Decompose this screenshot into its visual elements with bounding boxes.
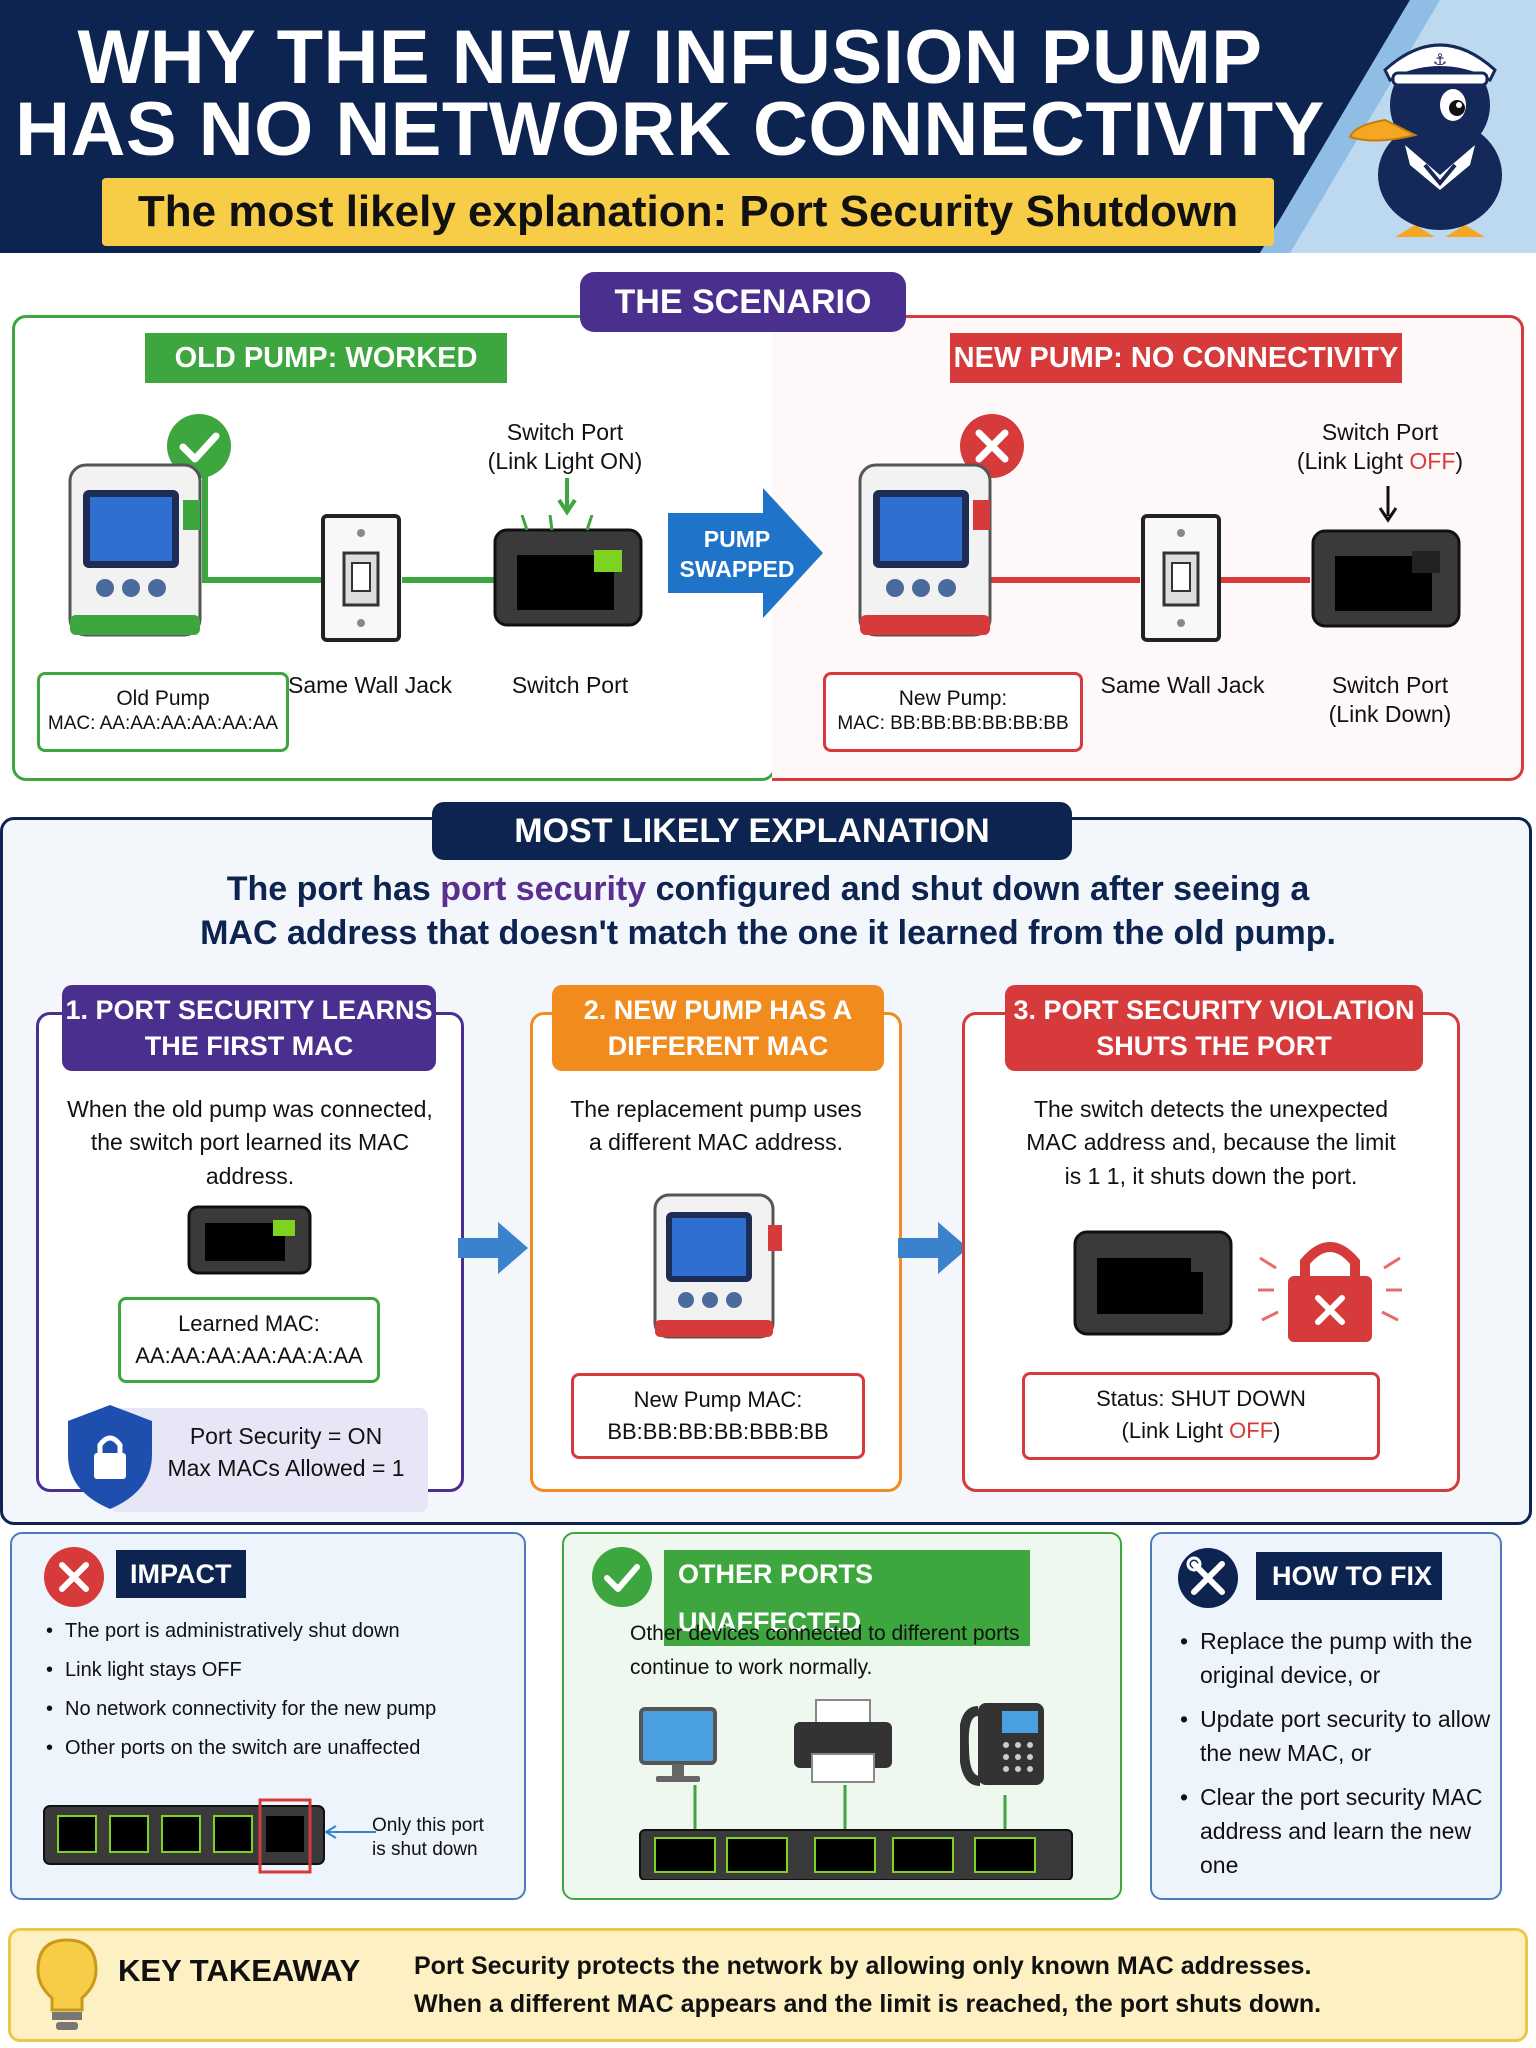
old-wall-jack-label: Same Wall Jack bbox=[287, 672, 453, 698]
port-security-status-box bbox=[110, 1408, 428, 1512]
impact-item: Link light stays OFF bbox=[46, 1651, 516, 1690]
how-to-fix-list: Replace the pump with the original devic… bbox=[1176, 1624, 1492, 1892]
other-ports-check-icon bbox=[592, 1547, 652, 1607]
failure-x-icon bbox=[960, 414, 1024, 478]
page-title-line-1: WHY THE NEW INFUSION PUMP bbox=[77, 15, 1263, 100]
impact-item: Other ports on the switch are unaffected bbox=[46, 1729, 516, 1768]
shield-lock-icon bbox=[68, 1405, 152, 1509]
new-infusion-pump-icon bbox=[858, 463, 992, 637]
step-1-switch-port-icon bbox=[187, 1205, 312, 1275]
step-2-new-pump-icon bbox=[653, 1193, 782, 1339]
fix-item: Update port security to allow the new MA… bbox=[1176, 1702, 1492, 1770]
other-ports-devices-diagram bbox=[639, 1785, 1073, 1880]
switch-port-link-off-icon bbox=[1311, 529, 1461, 628]
new-switch-port-label: Switch Port (Link Light OFF) bbox=[1296, 419, 1464, 474]
explanation-section-title: MOST LIKELY EXPLANATION bbox=[432, 802, 1072, 860]
new-pump-mac: MAC: BB:BB:BB:BB:BB:BB bbox=[837, 713, 1069, 735]
how-to-fix-title: HOW TO FIX bbox=[1256, 1552, 1442, 1600]
success-check-icon bbox=[167, 414, 231, 478]
lightbulb-icon bbox=[36, 1938, 98, 2030]
old-switch-port-bottom-label: Switch Port bbox=[511, 672, 629, 698]
new-pump-title: NEW PUMP: NO CONNECTIVITY bbox=[950, 333, 1402, 383]
key-takeaway-line-2: When a different MAC appears and the lim… bbox=[414, 1990, 1322, 2018]
key-takeaway-line-1: Port Security protects the network by al… bbox=[414, 1952, 1312, 1980]
learned-mac-box: Learned MAC:AA:AA:AA:AA:AA:A:AA bbox=[118, 1297, 380, 1383]
old-pump-mac: MAC: AA:AA:AA:AA:AA:AA bbox=[47, 713, 279, 735]
new-pump-mac-box: New Pump: MAC: BB:BB:BB:BB:BB:BB bbox=[823, 672, 1083, 752]
new-pump-name: New Pump: bbox=[898, 687, 1008, 710]
pump-swapped-arrow-icon bbox=[668, 488, 823, 618]
impact-list: The port is administratively shut down L… bbox=[46, 1612, 516, 1768]
computer-monitor-icon bbox=[639, 1707, 717, 1782]
step-3-switch-port-down-icon bbox=[1073, 1230, 1233, 1336]
fix-item: Replace the pump with the original devic… bbox=[1176, 1624, 1492, 1692]
explanation-headline-line-2: MAC address that doesn't match the one i… bbox=[200, 914, 1336, 952]
desk-phone-icon bbox=[960, 1703, 1044, 1786]
switch-port-link-on-icon bbox=[493, 515, 643, 627]
impact-x-icon bbox=[44, 1547, 104, 1607]
pump-swapped-label: PUMP SWAPPED bbox=[679, 526, 795, 582]
other-ports-title: OTHER PORTS UNAFFECTED bbox=[664, 1550, 1030, 1646]
new-switch-port-bottom-label: Switch Port (Link Down) bbox=[1328, 672, 1452, 727]
explanation-headline-line-1: The port has port security configured an… bbox=[226, 870, 1310, 908]
new-arrow-down-icon bbox=[1378, 486, 1398, 523]
new-wall-jack-label: Same Wall Jack bbox=[1100, 672, 1265, 698]
tools-wrench-icon bbox=[1178, 1548, 1238, 1608]
step-arrow-2-icon bbox=[898, 1222, 968, 1274]
printer-icon bbox=[794, 1699, 892, 1783]
impact-item: No network connectivity for the new pump bbox=[46, 1690, 516, 1729]
red-lock-x-icon bbox=[1258, 1242, 1402, 1342]
wall-jack-icon bbox=[321, 514, 401, 642]
old-switch-port-label: Switch Port (Link Light ON) bbox=[487, 419, 643, 474]
status-shut-down-box: Status: SHUT DOWN (Link Light OFF) bbox=[1022, 1372, 1380, 1460]
old-pump-title: OLD PUMP: WORKED FINE bbox=[145, 333, 507, 424]
arrow-down-icon bbox=[557, 478, 577, 516]
old-pump-name: Old Pump bbox=[116, 687, 210, 710]
impact-item: The port is administratively shut down bbox=[46, 1612, 516, 1651]
callout-arrow-icon bbox=[324, 1825, 376, 1839]
scenario-section-title: THE SCENARIO bbox=[580, 272, 906, 332]
new-pump-mac-step-box: New Pump MAC:BB:BB:BB:BB:BBB:BB bbox=[571, 1373, 865, 1459]
new-wall-jack-icon bbox=[1141, 514, 1221, 642]
svg-text:⚓: ⚓ bbox=[1433, 50, 1447, 69]
key-takeaway-title: KEY TAKEAWAY bbox=[118, 1953, 361, 1988]
fix-item: Clear the port security MAC address and … bbox=[1176, 1780, 1492, 1882]
step-arrow-1-icon bbox=[458, 1222, 528, 1274]
impact-switch-icon bbox=[43, 1798, 325, 1874]
old-infusion-pump-icon bbox=[68, 463, 202, 637]
page-subtitle: The most likely explanation: Port Securi… bbox=[102, 178, 1274, 246]
impact-title: IMPACT bbox=[116, 1550, 246, 1598]
key-takeaway-banner bbox=[8, 1928, 1528, 2042]
old-pump-mac-box: Old Pump MAC: AA:AA:AA:AA:AA:AA bbox=[37, 672, 289, 752]
duck-sailor-mascot-icon: ⚓ bbox=[1348, 43, 1502, 237]
step-1-text: When the old pump was connected,the swit… bbox=[67, 1096, 433, 1189]
other-ports-text: Other devices connected to different por… bbox=[630, 1622, 1020, 1679]
page-title-line-2: HAS NO NETWORK CONNECTIVITY bbox=[15, 87, 1325, 172]
